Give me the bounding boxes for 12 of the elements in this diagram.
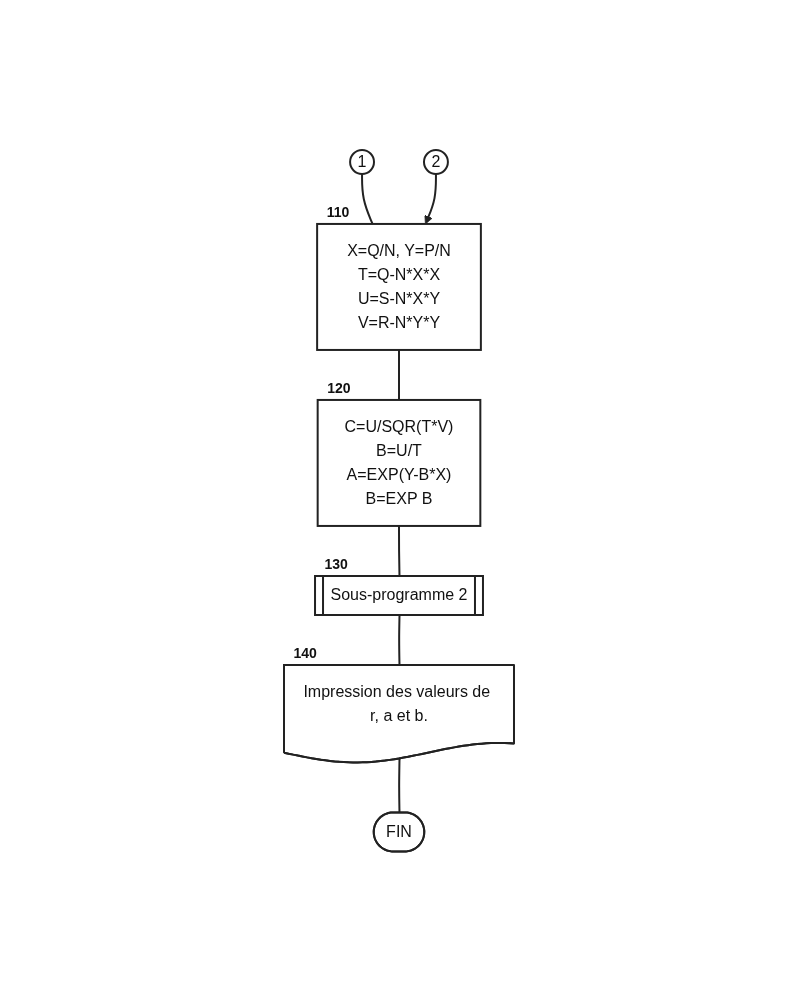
line-number: 110 xyxy=(326,203,350,220)
line-number: 130 xyxy=(324,555,348,572)
arrow xyxy=(423,172,437,225)
node-circle: 1 xyxy=(348,148,375,175)
connector xyxy=(397,348,400,401)
node-box: C=U/SQR(T*V) B=U/T A=EXP(Y-B*X) B=EXP B xyxy=(316,398,481,527)
line-number: 140 xyxy=(293,644,317,661)
connector xyxy=(397,757,400,814)
connector xyxy=(360,172,374,225)
line-number: 120 xyxy=(327,379,351,396)
node-circle: 2 xyxy=(422,148,449,175)
node-box: X=Q/N, Y=P/N T=Q-N*X*X U=S-N*X*Y V=R-N*Y*Y xyxy=(315,222,482,351)
